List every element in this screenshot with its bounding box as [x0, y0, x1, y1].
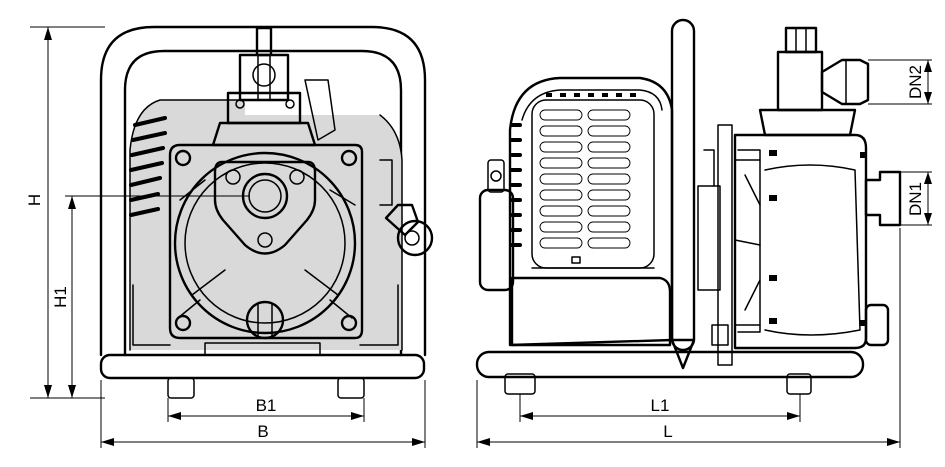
side-frame-handle: [670, 18, 696, 352]
front-cooling-fins: [129, 116, 167, 217]
side-base-plate: [475, 350, 865, 379]
front-drain-plug: [245, 300, 285, 340]
front-pump-casing: [168, 143, 364, 340]
dimension-labels: H H1 B1 B L1 L DN2 DN1: [25, 65, 925, 441]
label-L: L: [663, 422, 672, 441]
side-fuel-tank: [510, 276, 672, 347]
side-engine-shroud: [508, 76, 674, 347]
front-base-bar: [99, 353, 426, 380]
side-discharge-port: [820, 58, 870, 106]
front-priming-knob: [396, 219, 434, 257]
side-shroud-rim-slots: [546, 93, 636, 97]
dimension-lines: [30, 26, 932, 448]
front-foot-right: [337, 377, 365, 399]
label-B1: B1: [256, 396, 277, 415]
side-suction-port: [864, 170, 902, 227]
label-H: H: [25, 194, 44, 206]
label-H1: H1: [51, 286, 70, 308]
side-grille: [539, 109, 631, 249]
side-pump-body: [733, 133, 868, 350]
side-view: [475, 18, 902, 395]
label-DN2: DN2: [906, 65, 925, 99]
label-B: B: [257, 422, 268, 441]
side-flange-bolts: [769, 150, 866, 326]
front-frame-inner: [123, 49, 403, 357]
front-view: [99, 25, 434, 399]
front-inlet-flange: [213, 160, 317, 255]
label-L1: L1: [651, 396, 670, 415]
front-foot-left: [167, 377, 195, 399]
side-recoil-starter: [478, 188, 515, 292]
label-DN1: DN1: [906, 182, 925, 216]
